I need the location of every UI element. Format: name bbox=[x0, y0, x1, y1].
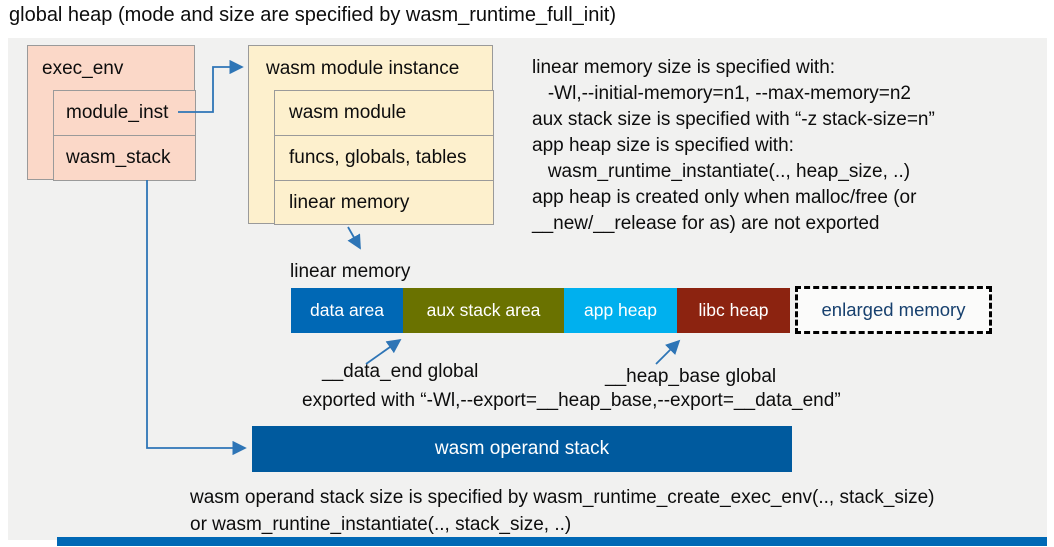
notes-block: linear memory size is specified with: -W… bbox=[532, 55, 935, 237]
note-line: __new/__release for as) are not exported bbox=[532, 213, 880, 234]
footer-line: wasm operand stack size is specified by … bbox=[190, 487, 935, 508]
linear-memory-box: linear memory bbox=[274, 180, 494, 225]
data-area-segment: data area bbox=[291, 288, 403, 333]
exec-env-box: exec_env module_inst wasm_stack bbox=[27, 45, 196, 181]
module-instance-header: wasm module instance bbox=[266, 57, 460, 79]
app-heap-segment: app heap bbox=[564, 288, 677, 333]
note-line: -Wl,--initial-memory=n1, --max-memory=n2 bbox=[532, 83, 911, 104]
module-inst-box: module_inst bbox=[53, 90, 196, 136]
wasm-module-box: wasm module bbox=[274, 90, 494, 136]
footer-line: or wasm_runtine_instantiate(.., stack_si… bbox=[190, 514, 572, 535]
wasm-operand-stack-bar: wasm operand stack bbox=[252, 426, 792, 472]
note-line: wasm_runtime_instantiate(.., heap_size, … bbox=[532, 161, 911, 182]
bottom-accent-strip bbox=[57, 537, 1047, 546]
linear-memory-label: linear memory bbox=[290, 261, 411, 282]
linear-memory-bar: data area aux stack area app heap libc h… bbox=[291, 288, 790, 333]
wasm-stack-box: wasm_stack bbox=[53, 135, 196, 181]
enlarged-memory-box: enlarged memory bbox=[795, 286, 992, 334]
note-line: app heap is created only when malloc/fre… bbox=[532, 187, 917, 208]
module-instance-box: wasm module instance wasm module funcs, … bbox=[248, 45, 494, 225]
note-line: app heap size is specified with: bbox=[532, 135, 794, 156]
funcs-globals-tables-box: funcs, globals, tables bbox=[274, 135, 494, 181]
note-line: aux stack size is specified with “-z sta… bbox=[532, 109, 935, 130]
aux-stack-area-segment: aux stack area bbox=[403, 288, 564, 333]
exec-env-header: exec_env bbox=[42, 57, 124, 79]
note-line: linear memory size is specified with: bbox=[532, 57, 836, 78]
libc-heap-segment: libc heap bbox=[677, 288, 790, 333]
data-end-label: __data_end global bbox=[322, 361, 479, 382]
exported-with-label: exported with “-Wl,--export=__heap_base,… bbox=[302, 390, 841, 411]
slide-title: global heap (mode and size are specified… bbox=[9, 4, 616, 26]
heap-base-label: __heap_base global bbox=[605, 366, 777, 387]
footer-block: wasm operand stack size is specified by … bbox=[190, 484, 935, 538]
